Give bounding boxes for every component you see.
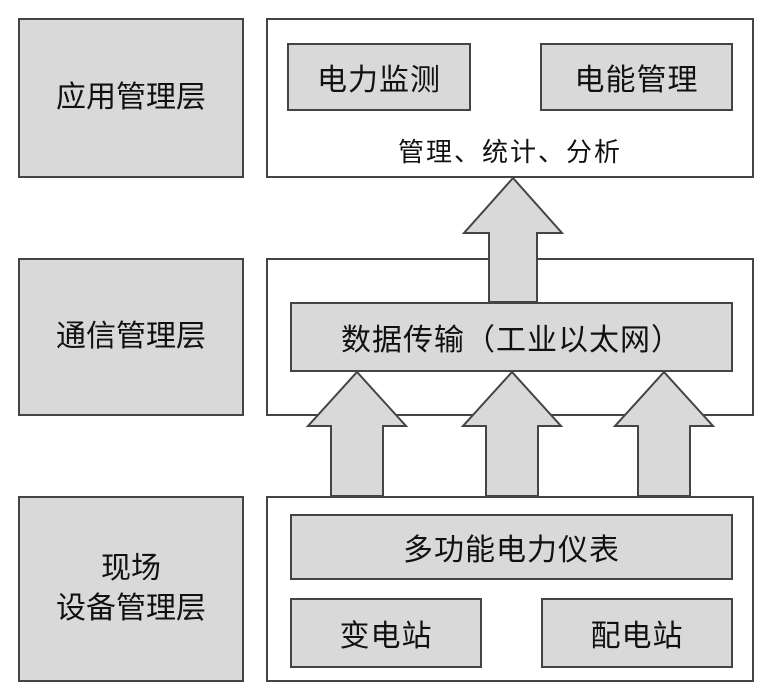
application-note: 管理、统计、分析 bbox=[397, 138, 622, 168]
data-transfer-label: 数据传输（工业以太网） bbox=[341, 323, 682, 358]
power-monitoring-label: 电力监测 bbox=[317, 63, 441, 98]
distribution-station-label: 配电站 bbox=[590, 619, 684, 654]
distribution-station-box: 配电站 bbox=[541, 598, 733, 668]
multifunction-meter-label: 多功能电力仪表 bbox=[403, 533, 620, 568]
substation-label: 变电站 bbox=[339, 619, 433, 654]
energy-management-label: 电能管理 bbox=[574, 63, 699, 98]
application-layer-label: 应用管理层 bbox=[56, 80, 206, 115]
field-layer-label-line1: 现场 bbox=[101, 551, 161, 586]
energy-management-box: 电能管理 bbox=[540, 43, 733, 111]
application-layer-box: 应用管理层 bbox=[18, 18, 244, 178]
field-layer-label-line2: 设备管理层 bbox=[56, 591, 206, 626]
data-transfer-box: 数据传输（工业以太网） bbox=[290, 302, 733, 372]
arrow-up-field-to-comm-3 bbox=[612, 370, 716, 497]
arrow-up-field-to-comm-2 bbox=[460, 370, 564, 497]
multifunction-meter-box: 多功能电力仪表 bbox=[290, 514, 733, 580]
communication-layer-box: 通信管理层 bbox=[18, 258, 244, 416]
arrow-up-comm-to-app bbox=[461, 176, 565, 303]
arrow-up-field-to-comm-1 bbox=[305, 370, 409, 497]
field-layer-box: 现场 设备管理层 bbox=[18, 496, 244, 682]
field-layer-label: 现场 设备管理层 bbox=[56, 549, 206, 629]
power-monitoring-box: 电力监测 bbox=[287, 43, 471, 111]
substation-box: 变电站 bbox=[290, 598, 482, 668]
communication-layer-label: 通信管理层 bbox=[56, 319, 206, 354]
